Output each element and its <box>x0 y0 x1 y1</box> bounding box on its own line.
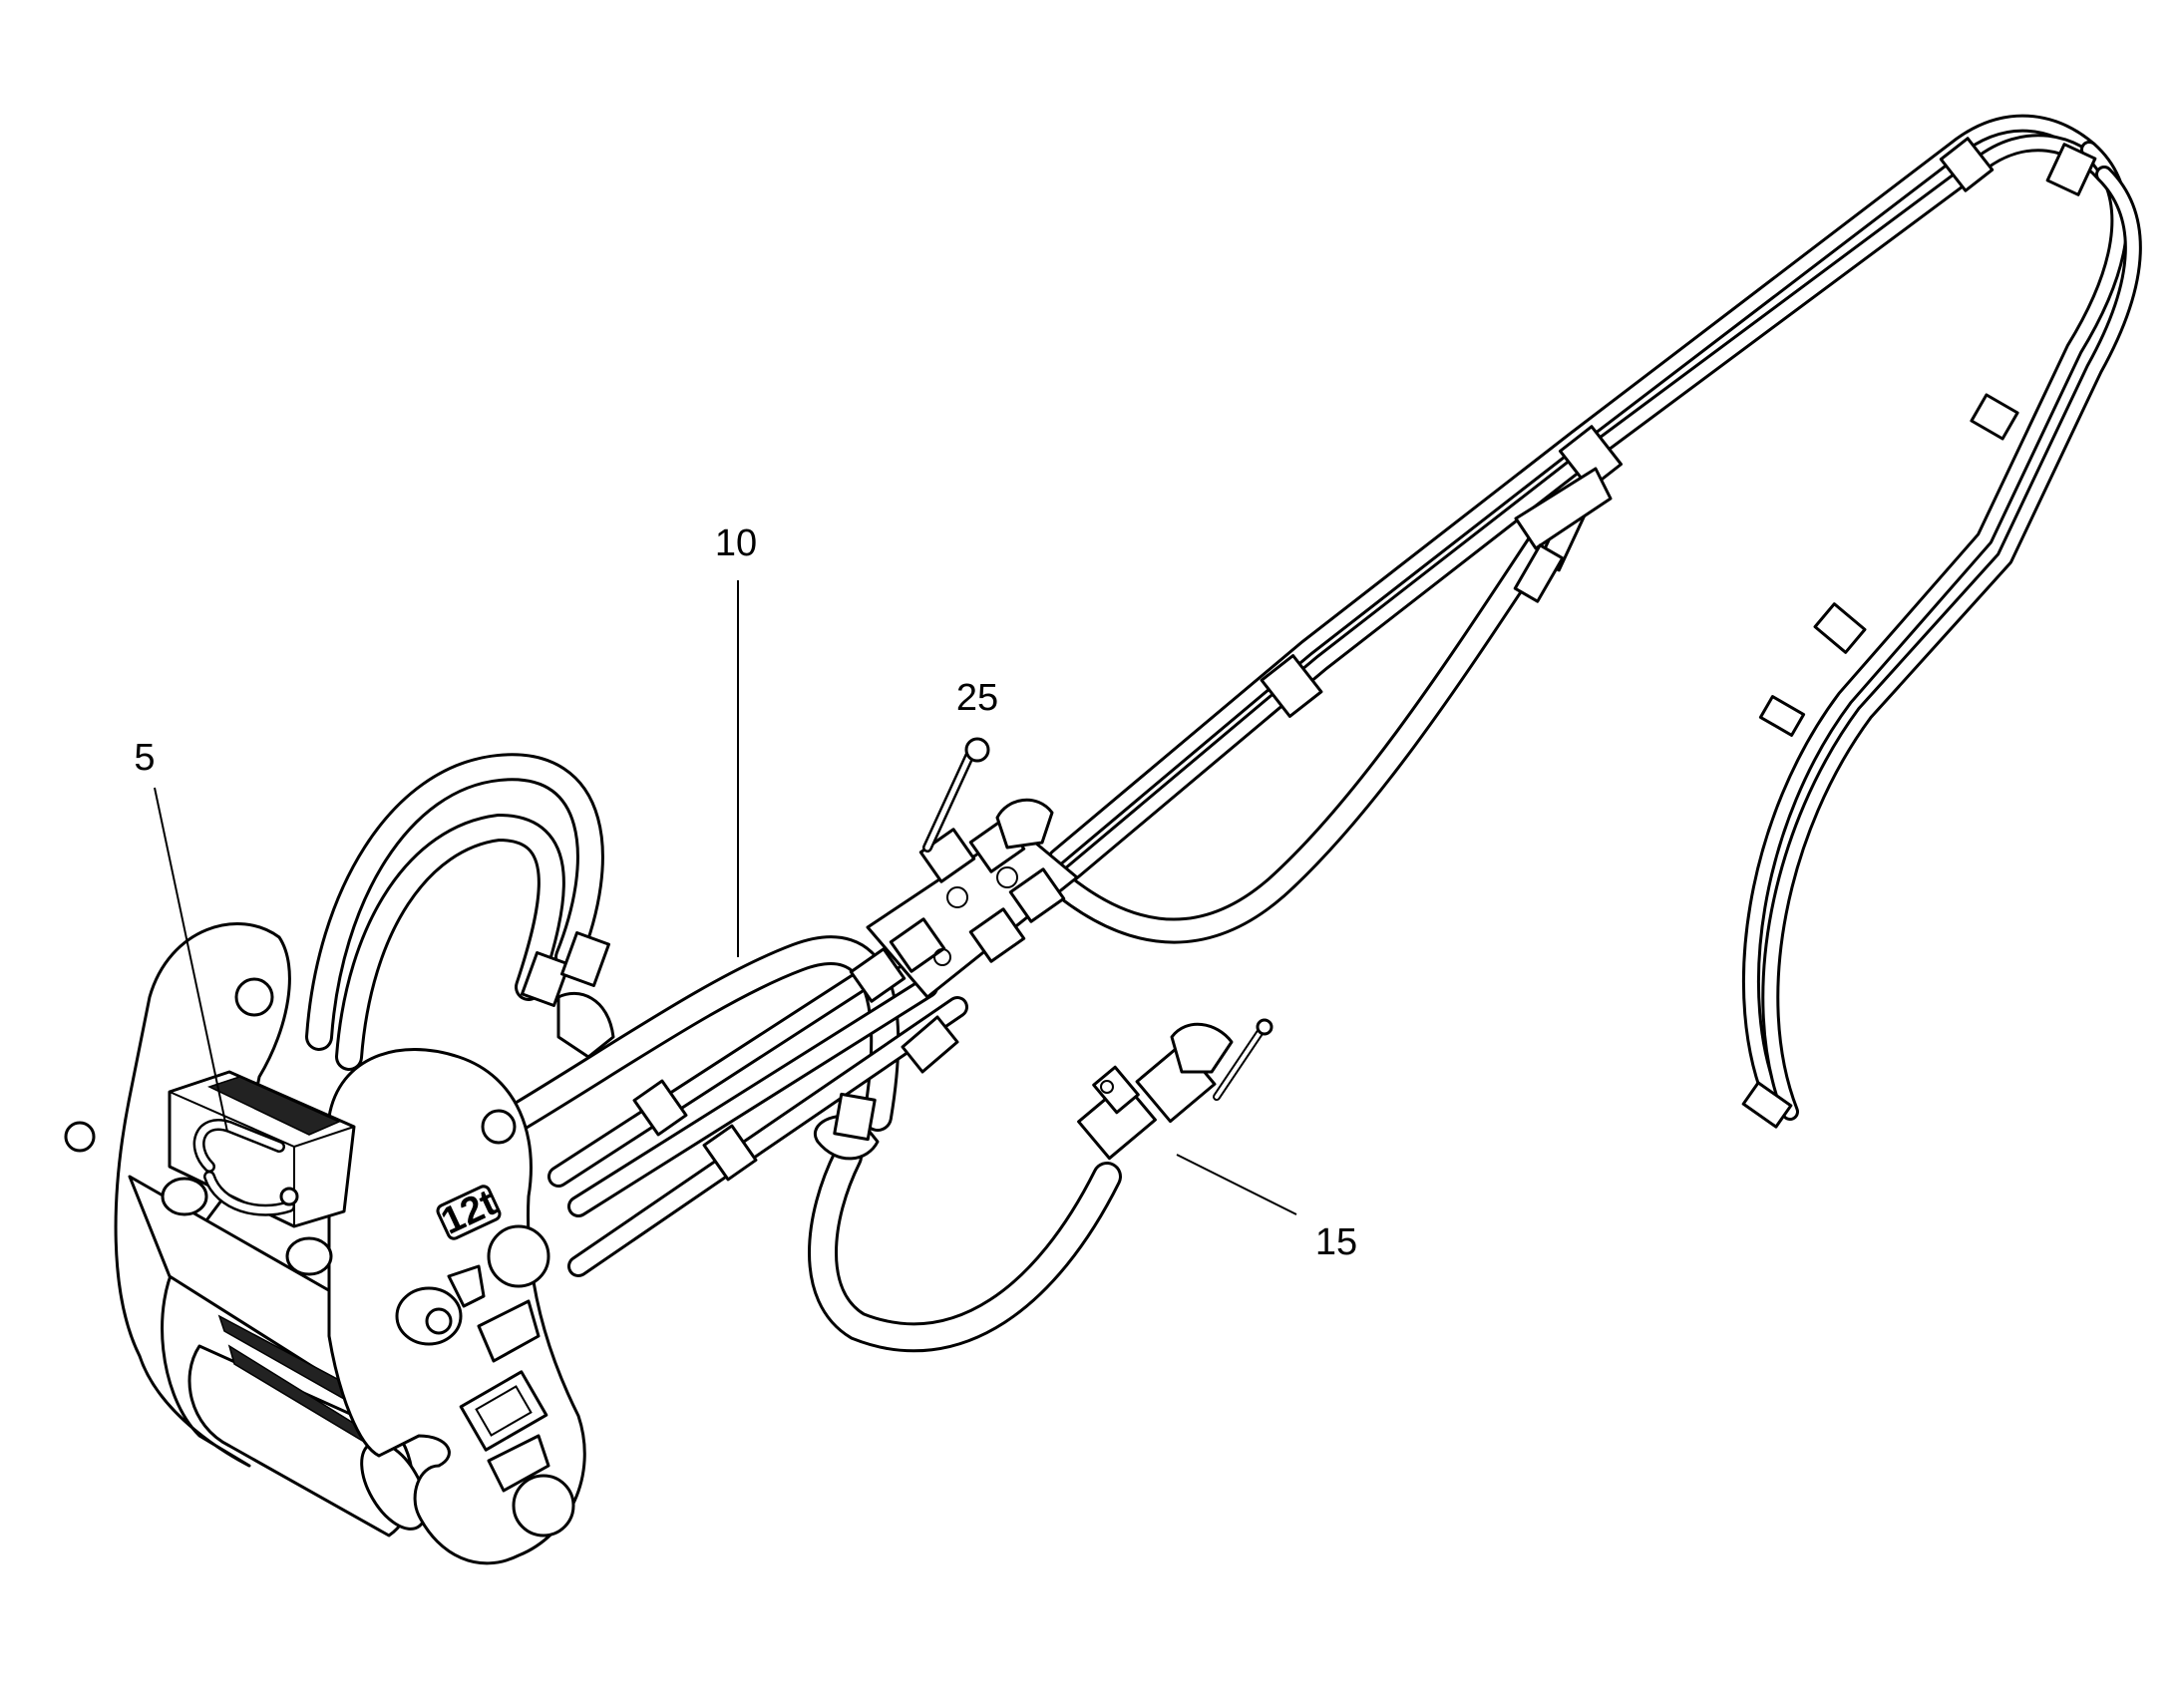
clamp-1 <box>1939 137 1995 192</box>
hose-assembly <box>305 114 2142 1353</box>
clamp-6 <box>1758 695 1806 737</box>
clamp-9 <box>702 1124 758 1182</box>
hose-frame-loop <box>305 753 604 1071</box>
clamp-5 <box>1813 602 1867 654</box>
clamp-2 <box>2045 143 2097 196</box>
nameplate <box>459 1370 548 1452</box>
quick-coupler-frame: 12t <box>64 922 586 1565</box>
callout-label-25: 25 <box>956 677 998 719</box>
clamp-7 <box>1260 654 1323 718</box>
leader-line-5 <box>154 787 228 1133</box>
callout-10: 10 <box>715 522 757 957</box>
hose-lower-s <box>808 1142 1122 1353</box>
hose-middle-loop <box>1029 506 1569 944</box>
callout-label-15: 15 <box>1315 1221 1357 1263</box>
callout-5: 5 <box>134 737 228 1133</box>
part-5-control-box <box>161 1070 356 1276</box>
callout-label-5: 5 <box>134 737 155 779</box>
clamp-3 <box>1558 425 1624 491</box>
part-15-coupling <box>1077 1018 1273 1161</box>
leader-line-15 <box>1176 1154 1297 1215</box>
lever-knob <box>964 737 990 763</box>
capacity-plate <box>436 1185 502 1240</box>
part-25-lever <box>922 737 990 853</box>
valve-manifold <box>814 798 1079 1161</box>
hose-support-bracket <box>1513 467 1613 603</box>
callout-25: 25 <box>956 677 998 719</box>
clamp-4 <box>1970 393 2019 441</box>
hose-bundle <box>504 935 968 1277</box>
lock-bracket <box>477 1299 541 1363</box>
callouts: 5 10 25 15 <box>134 522 1357 1263</box>
hose-right-drop <box>1741 141 2142 1121</box>
pin-shaft <box>187 1344 415 1537</box>
callout-15: 15 <box>1176 1154 1357 1263</box>
callout-label-10: 10 <box>715 522 757 564</box>
clamp-8 <box>632 1079 688 1137</box>
frame-fittings <box>521 931 877 1142</box>
hose-end-fitting <box>1741 1081 1793 1129</box>
